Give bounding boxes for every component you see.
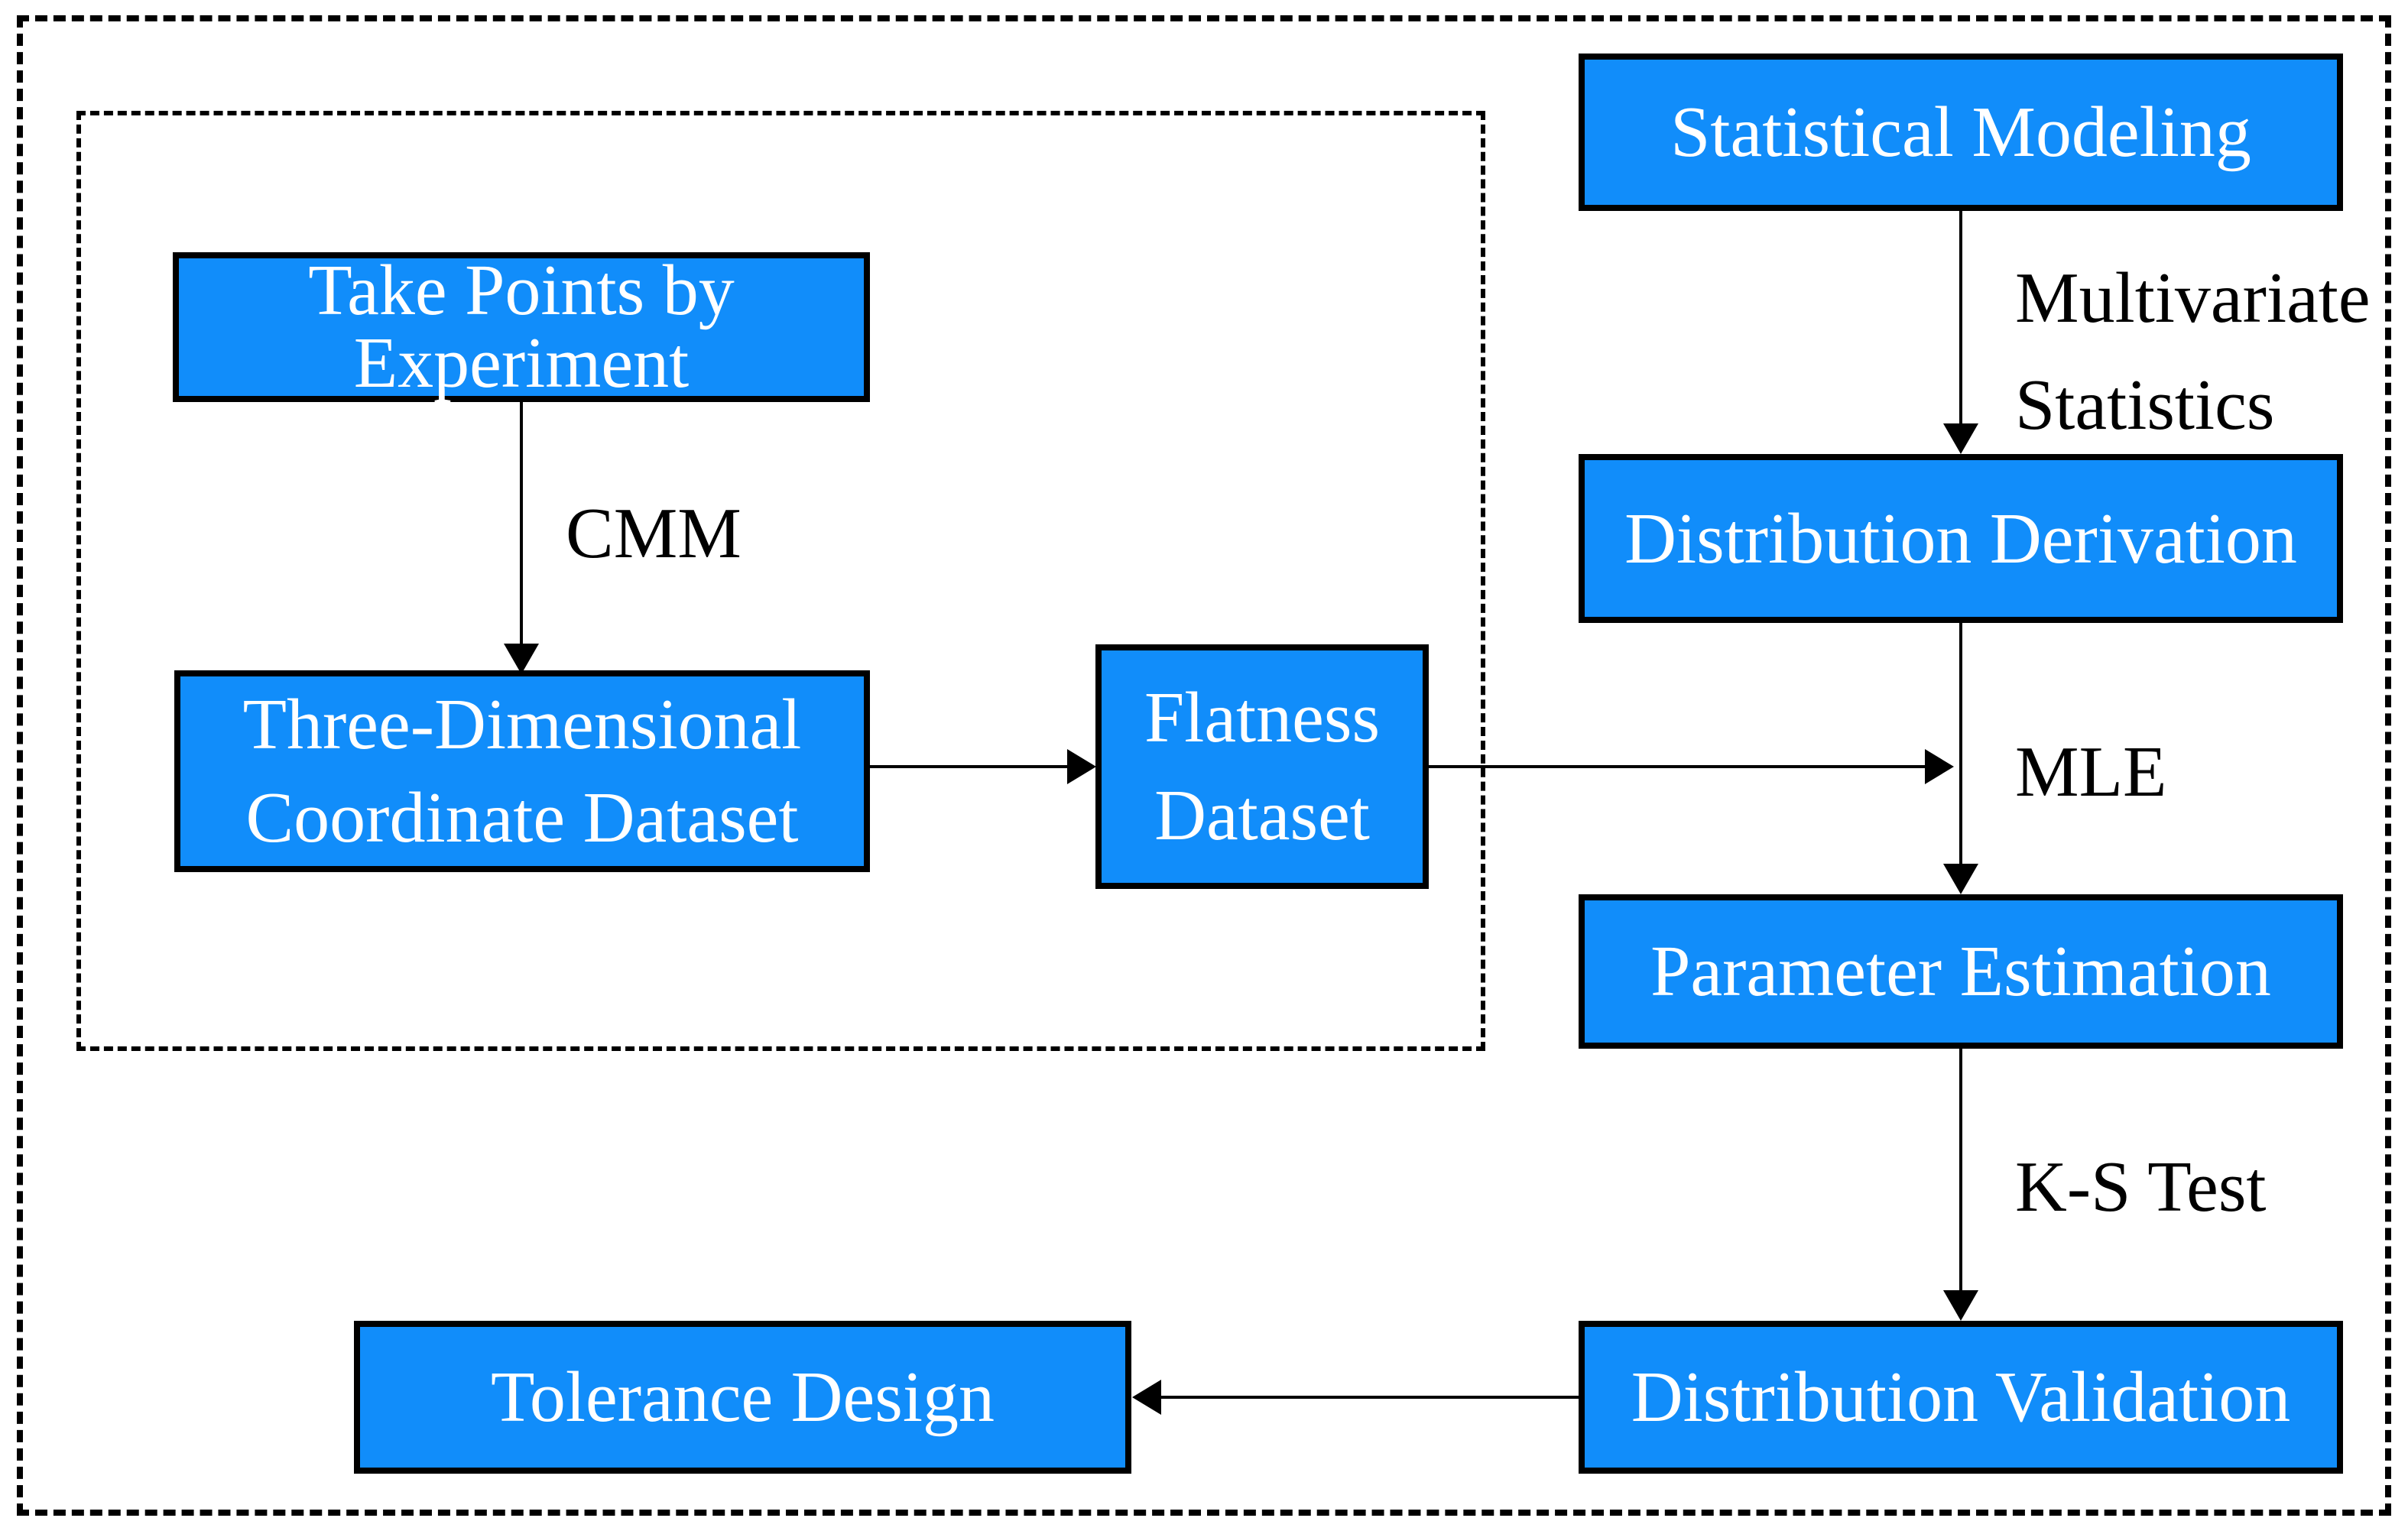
arrowhead-down-icon [1943,1290,1978,1321]
node-parameter-estimation: Parameter Estimation [1579,894,2343,1049]
edge-validation-to-tolerance-shaft [1161,1396,1579,1399]
edge-label-line: Statistics [2015,365,2275,445]
node-label: Coordinate Dataset [245,778,799,858]
node-distribution-derivation: Distribution Derivation [1579,454,2343,623]
node-tolerance-design: Tolerance Design [354,1321,1131,1474]
node-label: Distribution Derivation [1624,498,2297,579]
edge-label-multivariate-statistics: Multivariate Statistics [2015,245,2371,459]
edge-flatness-to-mle-shaft [1429,765,1926,768]
node-statistical-modeling: Statistical Modeling [1579,54,2343,211]
node-label: Dataset [1154,776,1370,855]
node-take-points-by-experiment: Take Points by Experiment [173,252,870,402]
node-label: Flatness [1144,678,1381,757]
node-flatness-dataset: Flatness Dataset [1095,644,1429,889]
node-three-dimensional-coordinate-dataset: Three-Dimensional Coordinate Dataset [174,670,870,872]
outer-dashed-frame [17,15,2391,1516]
node-label: Three-Dimensional [242,685,802,764]
node-label: Tolerance Design [491,1357,995,1437]
edge-cmm-shaft [520,402,523,644]
node-label: Take Points by [308,251,735,330]
arrowhead-right-icon [1067,749,1096,784]
node-label: Distribution Validation [1631,1357,2291,1437]
edge-multivariate-shaft [1959,211,1962,423]
edge-label-ks-test: K-S Test [2015,1147,2267,1227]
edge-dataset-to-flatness-shaft [870,765,1069,768]
arrowhead-down-icon [1943,864,1978,894]
arrowhead-left-icon [1132,1380,1161,1415]
arrowhead-down-icon [1943,423,1978,454]
node-label: Experiment [353,323,690,403]
edge-ks-test-shaft [1959,1049,1962,1290]
edge-mle-shaft [1959,623,1962,864]
arrowhead-down-icon [504,644,539,674]
arrowhead-right-icon [1925,749,1954,784]
edge-label-mle: MLE [2015,732,2167,812]
node-label: Parameter Estimation [1650,932,2271,1011]
edge-label-cmm: CMM [566,494,742,573]
experiment-group-dashed-frame [76,111,1485,1051]
node-label: Statistical Modeling [1670,92,2251,172]
edge-label-line: Multivariate [2015,258,2371,338]
node-distribution-validation: Distribution Validation [1579,1321,2343,1474]
